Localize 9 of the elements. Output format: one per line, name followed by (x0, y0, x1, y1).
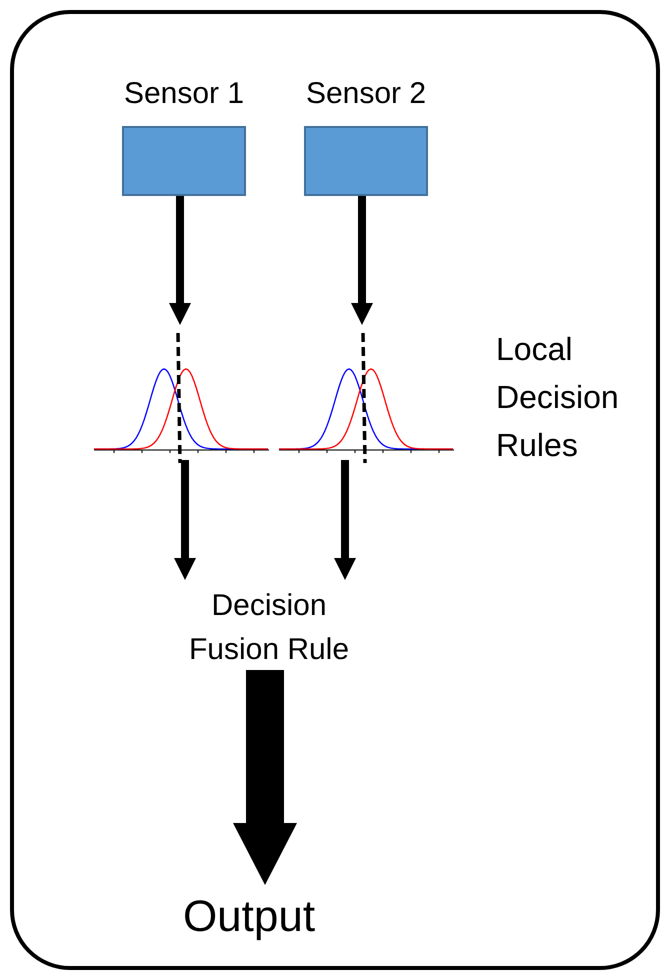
arrow (174, 460, 196, 580)
sensor-label: Sensor 2 (304, 76, 428, 112)
container-frame (10, 10, 660, 970)
side-label: Local Decision Rules (496, 330, 620, 465)
arrow (334, 460, 356, 580)
output-label: Output (182, 891, 316, 943)
arrow (233, 670, 297, 885)
sensor-label: Sensor 1 (122, 76, 246, 112)
fusion-rule-label: Decision Fusion Rule (188, 588, 350, 668)
